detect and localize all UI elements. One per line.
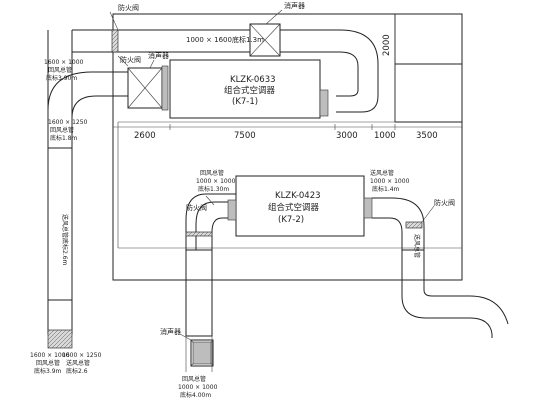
ahu2-right-riser: [401, 249, 425, 281]
label-silencer-top: 消声器: [284, 1, 305, 10]
ahu2-left-damper: [185, 231, 213, 237]
leader-line: [265, 9, 283, 25]
leader-line: [179, 333, 192, 341]
left-duct-lower: [47, 299, 73, 335]
dimension-7500: 7500: [234, 131, 256, 141]
ahu2-left-duct-inner: [211, 217, 228, 250]
label-left-mid-elev: 底标1.8m: [50, 134, 78, 142]
label-top-duct: 1000 × 1600底标1.3m: [186, 35, 264, 44]
leader-line: [421, 205, 435, 223]
ahu1-name: 组合式空调器: [224, 85, 276, 96]
label-bottom-return-size: 1000 × 1000: [178, 384, 218, 391]
bottom-silencer-shade: [192, 341, 212, 365]
label-ahu2-return: 回风总管: [200, 169, 224, 177]
label-bottom-left-size: 1600 × 1000: [30, 352, 70, 359]
label-fire-damper-ahu1: 防火阀: [120, 55, 141, 64]
ahu2-left-lower: [185, 279, 213, 337]
label-left-mid: 回风总管: [50, 126, 74, 134]
ahu2-right-lower: [401, 280, 493, 338]
label-bottom-left-elev: 底标3.9m: [34, 367, 62, 375]
leader-line: [149, 59, 155, 69]
ahu1-damper: [161, 65, 169, 111]
label-left-supply: 送风总管底标2.6m: [61, 214, 69, 266]
label-left-return-size: 1600 × 1000: [44, 59, 84, 66]
ahu2-left-riser: [185, 249, 213, 281]
ahu2-right-damper: [405, 221, 423, 229]
silencer-cross: [249, 23, 281, 57]
dimension-2600: 2600: [134, 131, 156, 141]
label-bottom-left-supply-size: 1600 × 1250: [62, 352, 102, 359]
label-bottom-left: 回风总管: [36, 359, 60, 367]
dimension-3000: 3000: [336, 131, 358, 141]
ahu2-right-duct-inner: [372, 217, 403, 250]
left-elbow-inner: [71, 95, 128, 130]
label-bottom-return: 回风总管: [182, 375, 206, 383]
ahu2-name: 组合式空调器: [268, 202, 320, 213]
ahu2-tag: (K7-2): [278, 215, 304, 225]
ahu1-tag: (K7-1): [232, 97, 258, 107]
ahu2-left-duct: [195, 201, 228, 250]
label-ahu2-supply-size: 1000 × 1000: [370, 178, 410, 185]
label-bottom-left-supply: 送风总管: [66, 359, 90, 367]
box-cross: [127, 67, 163, 109]
side-room-lower: [394, 63, 463, 123]
ahu1-outlet: [319, 89, 329, 117]
label-ahu2-return-elev: 底标1.30m: [198, 185, 229, 193]
dimension-height: 2000: [382, 34, 392, 56]
ahu2-model: KLZK-0423: [275, 191, 321, 201]
label-ahu2-supply: 送风总管: [370, 169, 394, 177]
dimension-1000: 1000: [374, 131, 396, 141]
leader-line: [205, 195, 215, 206]
machine-room-outline: [112, 13, 463, 281]
ahu2-outlet-damper: [363, 197, 373, 219]
ahu2-inlet-damper: [227, 199, 237, 221]
dimension-3500: 3500: [416, 131, 438, 141]
left-duct-bottom: [47, 329, 73, 349]
ahu1-unit: [169, 59, 321, 119]
ahu2-right-duct: [372, 197, 425, 250]
label-left-mid-size: 1600 × 1250: [48, 119, 88, 126]
ahu1-model: KLZK-0633: [230, 75, 276, 85]
ahu2-right-lower-inner: [423, 280, 509, 325]
ahu2-left-top: [185, 193, 236, 250]
top-fire-damper: [111, 29, 119, 53]
side-room-upper: [394, 13, 463, 65]
label-bottom-left-supply-elev: 底标2.6: [66, 367, 88, 375]
label-fire-damper-top: 防火阀: [118, 3, 139, 12]
label-left-return-elev: 底标3.90m: [46, 74, 77, 82]
label-ahu2-vertical-supply: 送风总管: [413, 234, 421, 258]
label-ahu2-return-size: 1000 × 1000: [196, 178, 236, 185]
top-duct-inner: [72, 51, 359, 97]
label-silencer-ahu1: 消声器: [148, 51, 169, 60]
leader-line: [109, 11, 119, 31]
top-duct: [72, 29, 379, 113]
label-fire-damper-ahu2-right: 防火阀: [434, 198, 455, 207]
label-ahu2-supply-elev: 底标1.4m: [372, 185, 400, 193]
left-duct-segment: [47, 147, 73, 301]
label-fire-damper-ahu2-left: 防火阀: [186, 203, 207, 212]
left-elbow: [47, 71, 128, 130]
label-silencer-bottom: 消声器: [160, 327, 181, 336]
label-bottom-return-elev: 底标4.00m: [180, 391, 211, 399]
leader-line: [117, 55, 129, 67]
label-left-return: 回风总管: [48, 66, 72, 74]
